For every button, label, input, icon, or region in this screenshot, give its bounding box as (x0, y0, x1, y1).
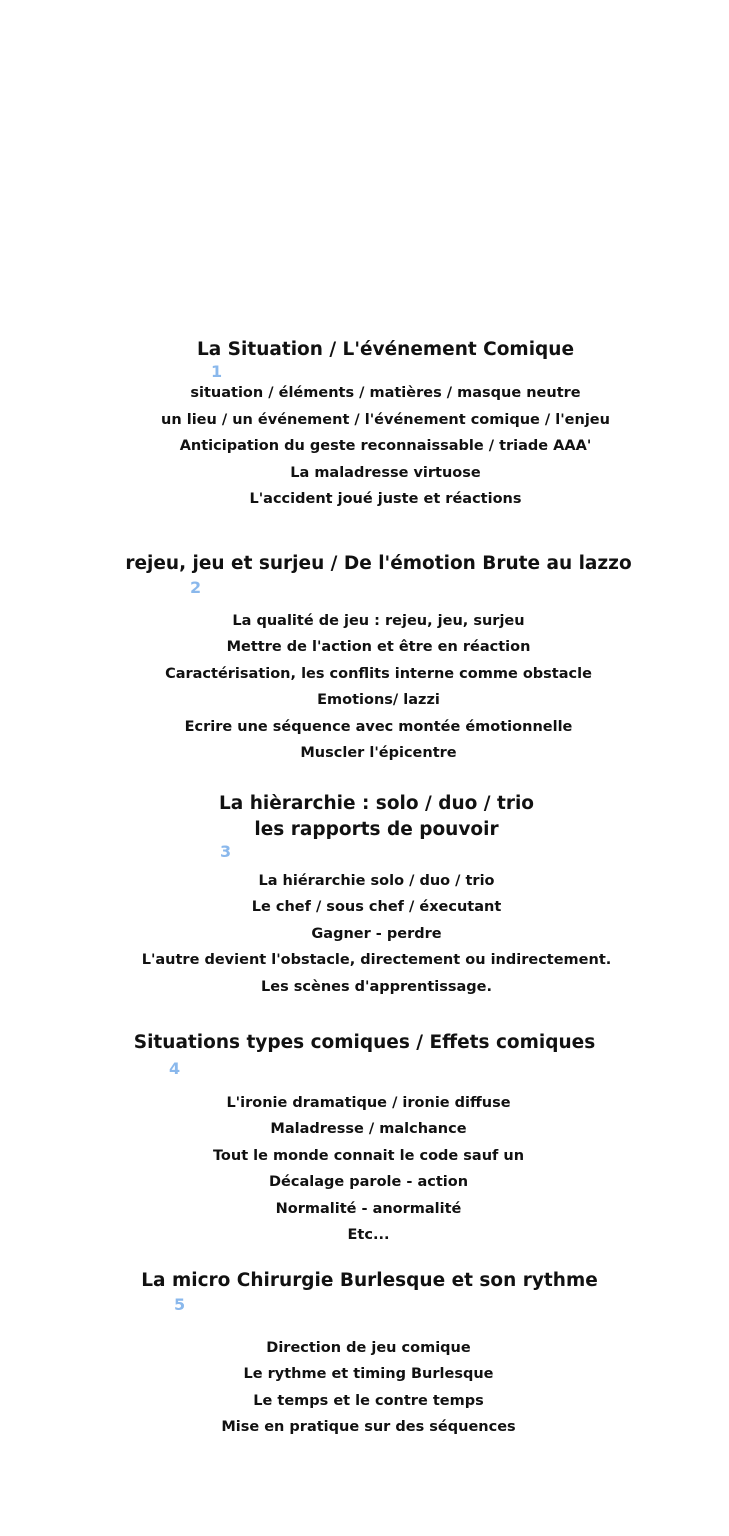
section-title: Situations types comiques / Effets comiq… (133, 1032, 596, 1053)
section-title: rejeu, jeu et surjeu / De l'émotion Brut… (125, 553, 632, 574)
list-item: Direction de jeu comique (266, 1340, 471, 1356)
list-item: Maladresse / malchance (270, 1121, 467, 1137)
section-number: 2 (190, 578, 202, 597)
list-item: Normalité - anormalité (275, 1201, 462, 1217)
section-title: La micro Chirurgie Burlesque et son ryth… (141, 1270, 598, 1291)
section-number: 3 (220, 842, 232, 861)
list-item: Le rythme et timing Burlesque (243, 1366, 494, 1382)
list-item: Mettre de l'action et être en réaction (226, 639, 531, 655)
list-item: La qualité de jeu : rejeu, jeu, surjeu (232, 613, 525, 629)
list-item: Ecrire une séquence avec montée émotionn… (184, 719, 573, 735)
list-item: Muscler l'épicentre (300, 745, 457, 761)
list-item: Tout le monde connait le code sauf un (212, 1148, 525, 1164)
list-item: Anticipation du geste reconnaissable / t… (179, 438, 592, 454)
list-item: L'autre devient l'obstacle, directement … (141, 952, 612, 968)
section-number: 4 (169, 1059, 181, 1078)
section-number: 5 (174, 1295, 186, 1314)
list-item: La maladresse virtuose (290, 465, 481, 481)
list-item: un lieu / un événement / l'événement com… (161, 412, 610, 428)
list-item: Gagner - perdre (311, 926, 442, 942)
list-item: L'accident joué juste et réactions (249, 491, 522, 507)
section-title: La hièrarchie : solo / duo / trio (219, 793, 534, 814)
list-item: situation / éléments / matières / masque… (190, 385, 581, 401)
section-title: La Situation / L'événement Comique (196, 339, 575, 360)
list-item: La hiérarchie solo / duo / trio (258, 873, 495, 889)
section-number: 1 (211, 362, 223, 381)
list-item: Le chef / sous chef / éxecutant (251, 899, 502, 915)
list-item: Décalage parole - action (268, 1174, 469, 1190)
section-subtitle: les rapports de pouvoir (254, 819, 499, 840)
list-item: Les scènes d'apprentissage. (261, 979, 492, 995)
list-item: Caractérisation, les conflits interne co… (165, 666, 592, 682)
list-item: Mise en pratique sur des séquences (221, 1419, 516, 1435)
list-item: Le temps et le contre temps (253, 1393, 484, 1409)
list-item: Etc... (347, 1227, 390, 1243)
list-item: Emotions/ lazzi (317, 692, 440, 708)
list-item: L'ironie dramatique / ironie diffuse (226, 1095, 511, 1111)
